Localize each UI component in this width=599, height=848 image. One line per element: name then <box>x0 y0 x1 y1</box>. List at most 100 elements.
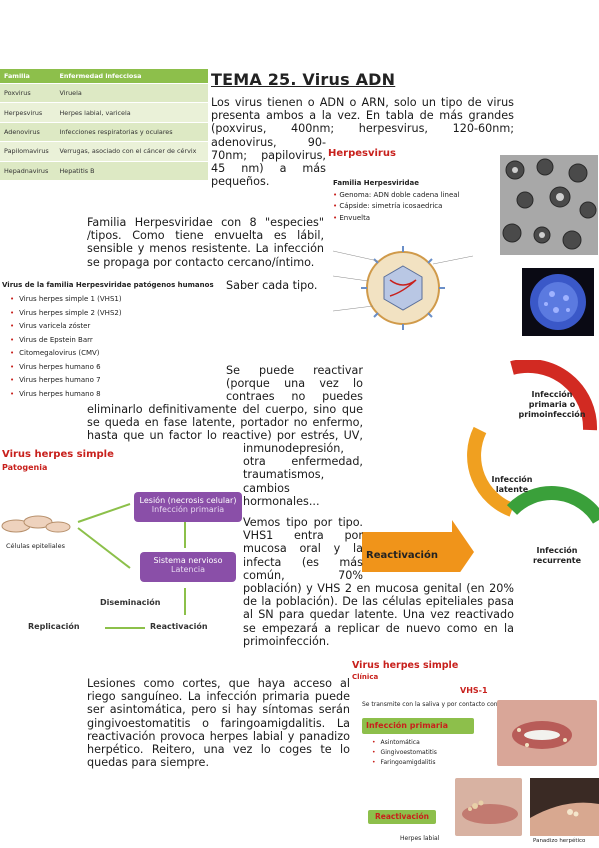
text-line: mucosa oral y la <box>243 542 363 556</box>
saber-note: Saber cada tipo. <box>226 279 318 292</box>
list-item: Asintomática <box>372 738 437 748</box>
text-line: Se puede reactivar <box>226 364 363 377</box>
text-line: gingivoestomatitis o faringoamigdalitis.… <box>87 716 350 730</box>
text-line: hormonales... <box>243 494 320 508</box>
vemos-paragraph-top: Vemos tipo por tipo. VHS1 entra por muco… <box>243 516 363 582</box>
family-paragraph: Familia Herpesviridae con 8 "especies" /… <box>87 216 324 269</box>
list-item: Virus varicela zóster <box>10 320 226 334</box>
transmit-note: Se transmite con la saliva y por contact… <box>362 701 535 708</box>
text-line: reactivación provoca herpes labial y pan… <box>87 729 350 743</box>
text-line: (porque una vez lo <box>226 377 363 391</box>
vhs1-label: VHS-1 <box>460 686 488 695</box>
list-item: Virus herpes humano 7 <box>10 374 226 388</box>
list-item: Virus herpes simple 1 (VHS1) <box>10 293 226 307</box>
text-line: presenta ambos a la vez. En tabla de más… <box>211 109 514 123</box>
text-line: al SN para quedar latente. Una vez react… <box>243 608 514 622</box>
info-item: • Envuelta <box>333 213 371 222</box>
text-line: población) y VHS 2 en mucosa genital (en… <box>243 582 514 595</box>
list-item: Virus herpes humano 6 <box>10 361 226 375</box>
herpes-labial-photo <box>455 778 522 836</box>
lesion-sublabel: Infección primaria <box>151 505 225 514</box>
text-line: primoinfección. <box>243 634 330 648</box>
text-line: se queda en fase latente, portador no en… <box>87 416 363 430</box>
electron-micrograph-image <box>500 155 598 255</box>
herpesvirus-heading: Herpesvirus <box>328 148 396 159</box>
cycle-recurrent-label: Infección recurrente <box>532 546 582 565</box>
table-header: Familia <box>0 69 56 84</box>
table-cell: Verrugas, asociado con el cáncer de cérv… <box>55 141 208 162</box>
primary-symptoms-list: Asintomática Gingivoestomatitis Faringoa… <box>372 738 437 768</box>
dissemination-label: Diseminación <box>100 598 161 607</box>
text-line: de la población). De las células epiteli… <box>243 595 514 609</box>
text-line: Lesiones como cortes, que haya acceso al <box>87 677 350 690</box>
nervous-system-box: Sistema nervioso Latencia <box>140 552 236 582</box>
table-cell: Adenovirus <box>0 121 56 142</box>
text-line: infecta (es más <box>243 555 363 569</box>
patogenia-arrows <box>1 503 186 629</box>
table-cell: Viruela <box>55 82 208 103</box>
virus-model-image <box>522 268 594 336</box>
reactivation-label: Reactivación <box>150 622 208 631</box>
virus-list-heading: Virus de la familia Herpesviridae patóge… <box>2 281 214 289</box>
text-line: adenovirus, 90- <box>211 135 326 149</box>
text-line: sensible y menos resistente. La infecció… <box>87 242 324 256</box>
patogenia-diagram: Células epiteliales Lesión (necrosis cel… <box>0 470 242 640</box>
text-line: Los virus tienen o ADN o ARN, solo un ti… <box>211 96 514 109</box>
text-line: herpético. Reitero, una vez lo coges te … <box>87 743 350 757</box>
micrograph-drawing <box>500 155 598 255</box>
infection-cycle-diagram: Infección primaria o primoinfección Infe… <box>362 358 599 584</box>
virus-list: Virus herpes simple 1 (VHS1) Virus herpe… <box>2 293 226 401</box>
list-item: Virus herpes humano 8 <box>10 388 226 402</box>
cycle-arrows <box>362 358 599 584</box>
reactivar-paragraph-mid: eliminarlo definitivamente del cuerpo, s… <box>87 403 363 443</box>
herpetic-whitlow-photo <box>530 778 599 836</box>
intro-paragraph: Los virus tienen o ADN o ARN, solo un ti… <box>211 96 514 188</box>
info-text: Genoma: ADN doble cadena lineal <box>339 190 460 199</box>
table-cell: Papilomavirus <box>0 141 56 162</box>
mouth-drawing <box>512 721 572 749</box>
list-item: Virus de Epstein Barr <box>10 334 226 348</box>
table-cell: Poxvirus <box>0 82 56 103</box>
herpes-labial-caption: Herpes labial <box>400 835 440 842</box>
reactivar-paragraph-bottom: inmunodepresión, otra enfermedad, trauma… <box>243 442 363 508</box>
text-line: común, 70% <box>243 568 363 582</box>
text-line: pequeños. <box>211 175 270 189</box>
text-line: otra enfermedad, <box>243 455 363 469</box>
vemos-paragraph-bottom: población) y VHS 2 en mucosa genital (en… <box>243 582 514 648</box>
text-line: /tipos. Como tiene envuelta es lábil, <box>87 229 324 243</box>
virion-drawing <box>332 246 474 330</box>
nervous-label: Sistema nervioso <box>153 556 223 565</box>
text-line: hasta que un factor lo reactive) por est… <box>87 429 363 443</box>
info-text: Cápside: simetría icosaedrica <box>339 202 443 210</box>
lip-drawing <box>462 800 518 824</box>
table-cell: Hepatitis B <box>55 160 208 180</box>
table-cell: Hepadnavirus <box>0 160 56 180</box>
lesion-box: Lesión (necrosis celular) Infección prim… <box>134 492 242 522</box>
finger-drawing <box>530 778 599 836</box>
text-line: 70nm; papilovirus, <box>211 148 326 162</box>
family-name: Familia Herpesviridae <box>333 179 420 187</box>
patogenia-subheading: Patogenia <box>2 463 48 472</box>
text-line: Familia Herpesviridae con 8 "especies" <box>87 216 324 229</box>
table-cell: Infecciones respiratorias y oculares <box>55 121 208 142</box>
text-line: cambios <box>243 481 290 495</box>
info-text: Envuelta <box>339 213 371 222</box>
text-line: quedas para siempre. <box>87 756 209 770</box>
text-line: se empezará a replicar de nuevo como en … <box>243 621 514 635</box>
reactivation-banner: Reactivación <box>368 810 436 824</box>
replication-label: Replicación <box>28 622 80 631</box>
info-item: • Genoma: ADN doble cadena lineal <box>333 190 460 199</box>
text-line: Vemos tipo por tipo. <box>243 516 363 529</box>
text-line: 45 nm) a más <box>211 162 326 176</box>
text-line: ser asintomática, pero si hay síntomas s… <box>87 703 350 717</box>
cycle-reactivation-label: Reactivación <box>366 550 438 561</box>
text-line: VHS1 entra por <box>243 529 363 543</box>
info-item: • Cápside: simetría icosaedrica <box>333 202 443 210</box>
whitlow-caption: Panadizo herpético <box>533 838 586 844</box>
text-line: se propaga por contacto cercano/íntimo. <box>87 255 315 269</box>
herpes-family-info: Familia Herpesviridae • Genoma: ADN dobl… <box>333 178 460 224</box>
